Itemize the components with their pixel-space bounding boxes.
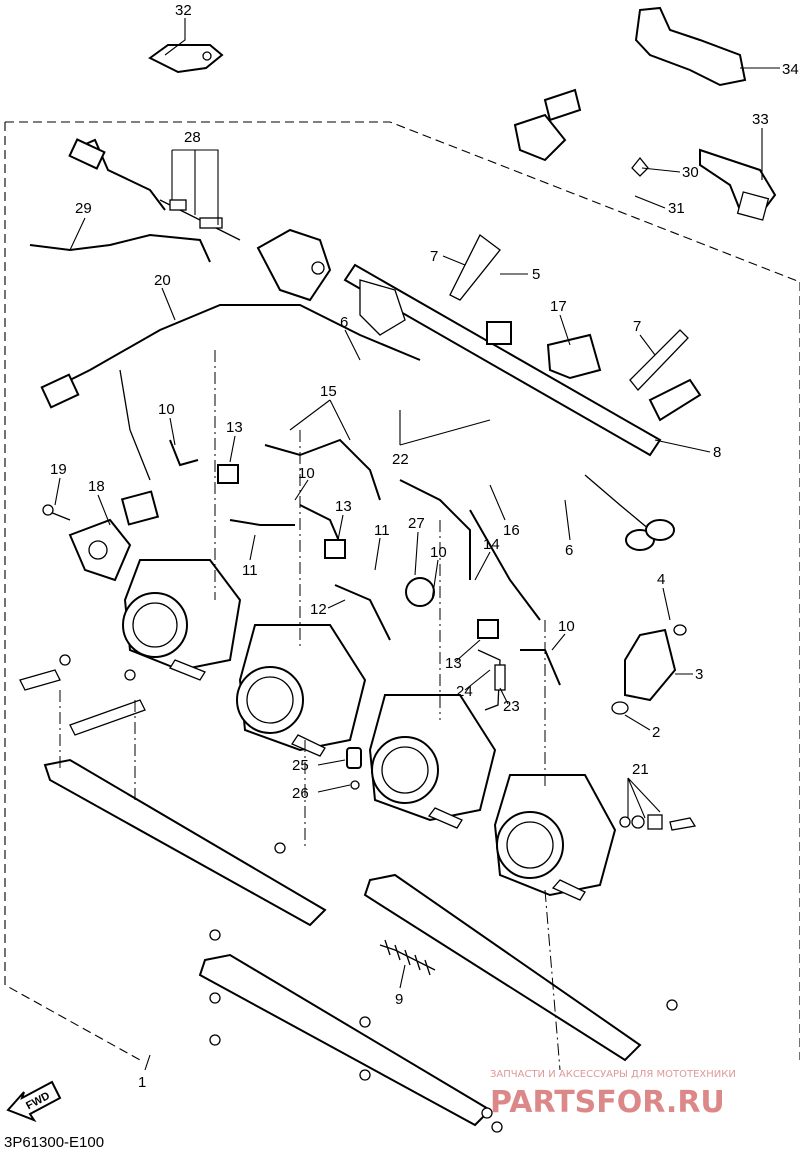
callout-9: 9 bbox=[395, 991, 403, 1008]
callout-4: 4 bbox=[657, 571, 665, 588]
callout-13-b: 13 bbox=[335, 498, 352, 515]
callout-13-c: 13 bbox=[445, 655, 462, 672]
assembly-boundary bbox=[4, 121, 800, 1061]
throttle-body-4 bbox=[493, 774, 617, 901]
callout-22: 22 bbox=[392, 451, 409, 468]
throttle-body-2 bbox=[236, 624, 367, 757]
throttle-position-sensor bbox=[42, 490, 160, 582]
leader-lines bbox=[54, 18, 780, 1071]
callout-7-right: 7 bbox=[633, 318, 641, 335]
callout-31: 31 bbox=[668, 200, 685, 217]
callout-6-lower: 6 bbox=[565, 542, 573, 559]
spring bbox=[379, 939, 436, 976]
fuel-hose-assembly bbox=[513, 6, 777, 221]
callout-7-top: 7 bbox=[430, 248, 438, 265]
callout-24: 24 bbox=[456, 683, 473, 700]
watermark: ЗАПЧАСТИ И АКСЕССУАРЫ ДЛЯ МОТОТЕХНИКИ PA… bbox=[490, 1069, 736, 1120]
fwd-arrow-icon: FWD bbox=[6, 1080, 62, 1123]
callout-6-upper: 6 bbox=[340, 314, 348, 331]
callout-34: 34 bbox=[782, 61, 799, 78]
throttle-body-1 bbox=[122, 559, 242, 681]
callout-33: 33 bbox=[752, 111, 769, 128]
callout-10-d: 10 bbox=[558, 618, 575, 635]
callout-20: 20 bbox=[154, 272, 171, 289]
callout-21: 21 bbox=[632, 761, 649, 778]
callout-10-c: 10 bbox=[430, 544, 447, 561]
callout-1: 1 bbox=[138, 1074, 146, 1091]
watermark-tagline: ЗАПЧАСТИ И АКСЕССУАРЫ ДЛЯ МОТОТЕХНИКИ bbox=[490, 1069, 736, 1080]
callout-2: 2 bbox=[652, 724, 660, 741]
callout-3: 3 bbox=[695, 666, 703, 683]
callout-10-a: 10 bbox=[158, 401, 175, 418]
callout-19: 19 bbox=[50, 461, 67, 478]
callout-16: 16 bbox=[503, 522, 520, 539]
callout-27: 27 bbox=[408, 515, 425, 532]
callout-labels: 32 34 28 33 30 29 31 7 5 20 17 6 7 15 10… bbox=[50, 2, 799, 1091]
callout-5: 5 bbox=[532, 266, 540, 283]
wire-harness bbox=[29, 233, 675, 551]
callout-10-b: 10 bbox=[298, 465, 315, 482]
link-plate-lower bbox=[198, 873, 642, 1127]
lower-fasteners bbox=[59, 654, 678, 1133]
small-fittings bbox=[346, 577, 506, 790]
watermark-logo: PARTSFOR.RU bbox=[490, 1085, 725, 1120]
callout-25: 25 bbox=[292, 757, 309, 774]
callout-13-a: 13 bbox=[226, 419, 243, 436]
callout-17: 17 bbox=[550, 298, 567, 315]
throttle-cable-assembly bbox=[68, 44, 332, 302]
callout-26: 26 bbox=[292, 785, 309, 802]
fuel-rail bbox=[343, 234, 702, 457]
callout-18: 18 bbox=[88, 478, 105, 495]
throttle-body-3 bbox=[368, 694, 497, 829]
callout-14: 14 bbox=[483, 536, 500, 553]
callout-11-a: 11 bbox=[374, 522, 390, 539]
callout-11-b: 11 bbox=[242, 562, 258, 579]
assembly-guide-lines bbox=[59, 350, 561, 1071]
callout-23: 23 bbox=[503, 698, 520, 715]
callout-29: 29 bbox=[75, 200, 92, 217]
screw-set bbox=[619, 814, 697, 831]
fuel-injector bbox=[611, 624, 687, 715]
callout-15: 15 bbox=[320, 383, 337, 400]
diagram-code: 3P61300-E100 bbox=[4, 1134, 104, 1151]
callout-8: 8 bbox=[713, 444, 721, 461]
vacuum-hoses bbox=[169, 438, 561, 686]
link-plate-upper bbox=[19, 669, 327, 927]
callout-12: 12 bbox=[310, 601, 327, 618]
callout-32: 32 bbox=[175, 2, 192, 19]
callout-28: 28 bbox=[184, 129, 201, 146]
callout-30: 30 bbox=[682, 164, 699, 181]
